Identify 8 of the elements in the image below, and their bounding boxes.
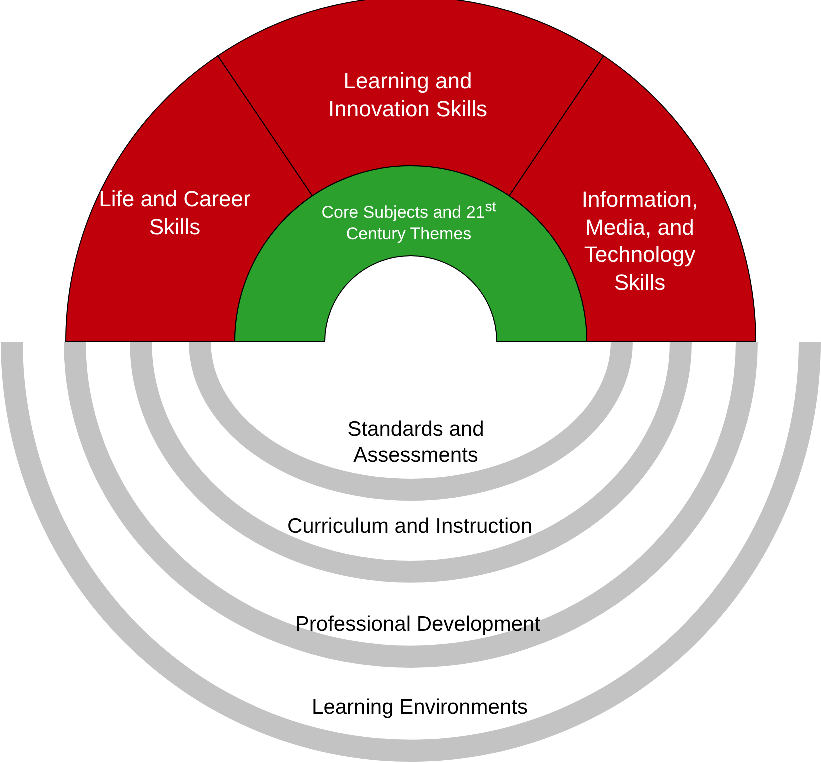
section-label: Learning and Innovation Skills [328,68,488,122]
section-label: Information, Media, and Technology Skills [580,186,700,296]
ring-label: Professional Development [294,612,542,638]
section-label: Core Subjects and 21$^{st}$ Century Themes [320,199,498,245]
ring-label: Curriculum and Instruction [286,514,534,540]
ring-label: Standards and Assessments [346,416,486,469]
ring-label: Learning Environments [311,694,529,721]
section-label: Life and Career Skills [98,186,252,240]
